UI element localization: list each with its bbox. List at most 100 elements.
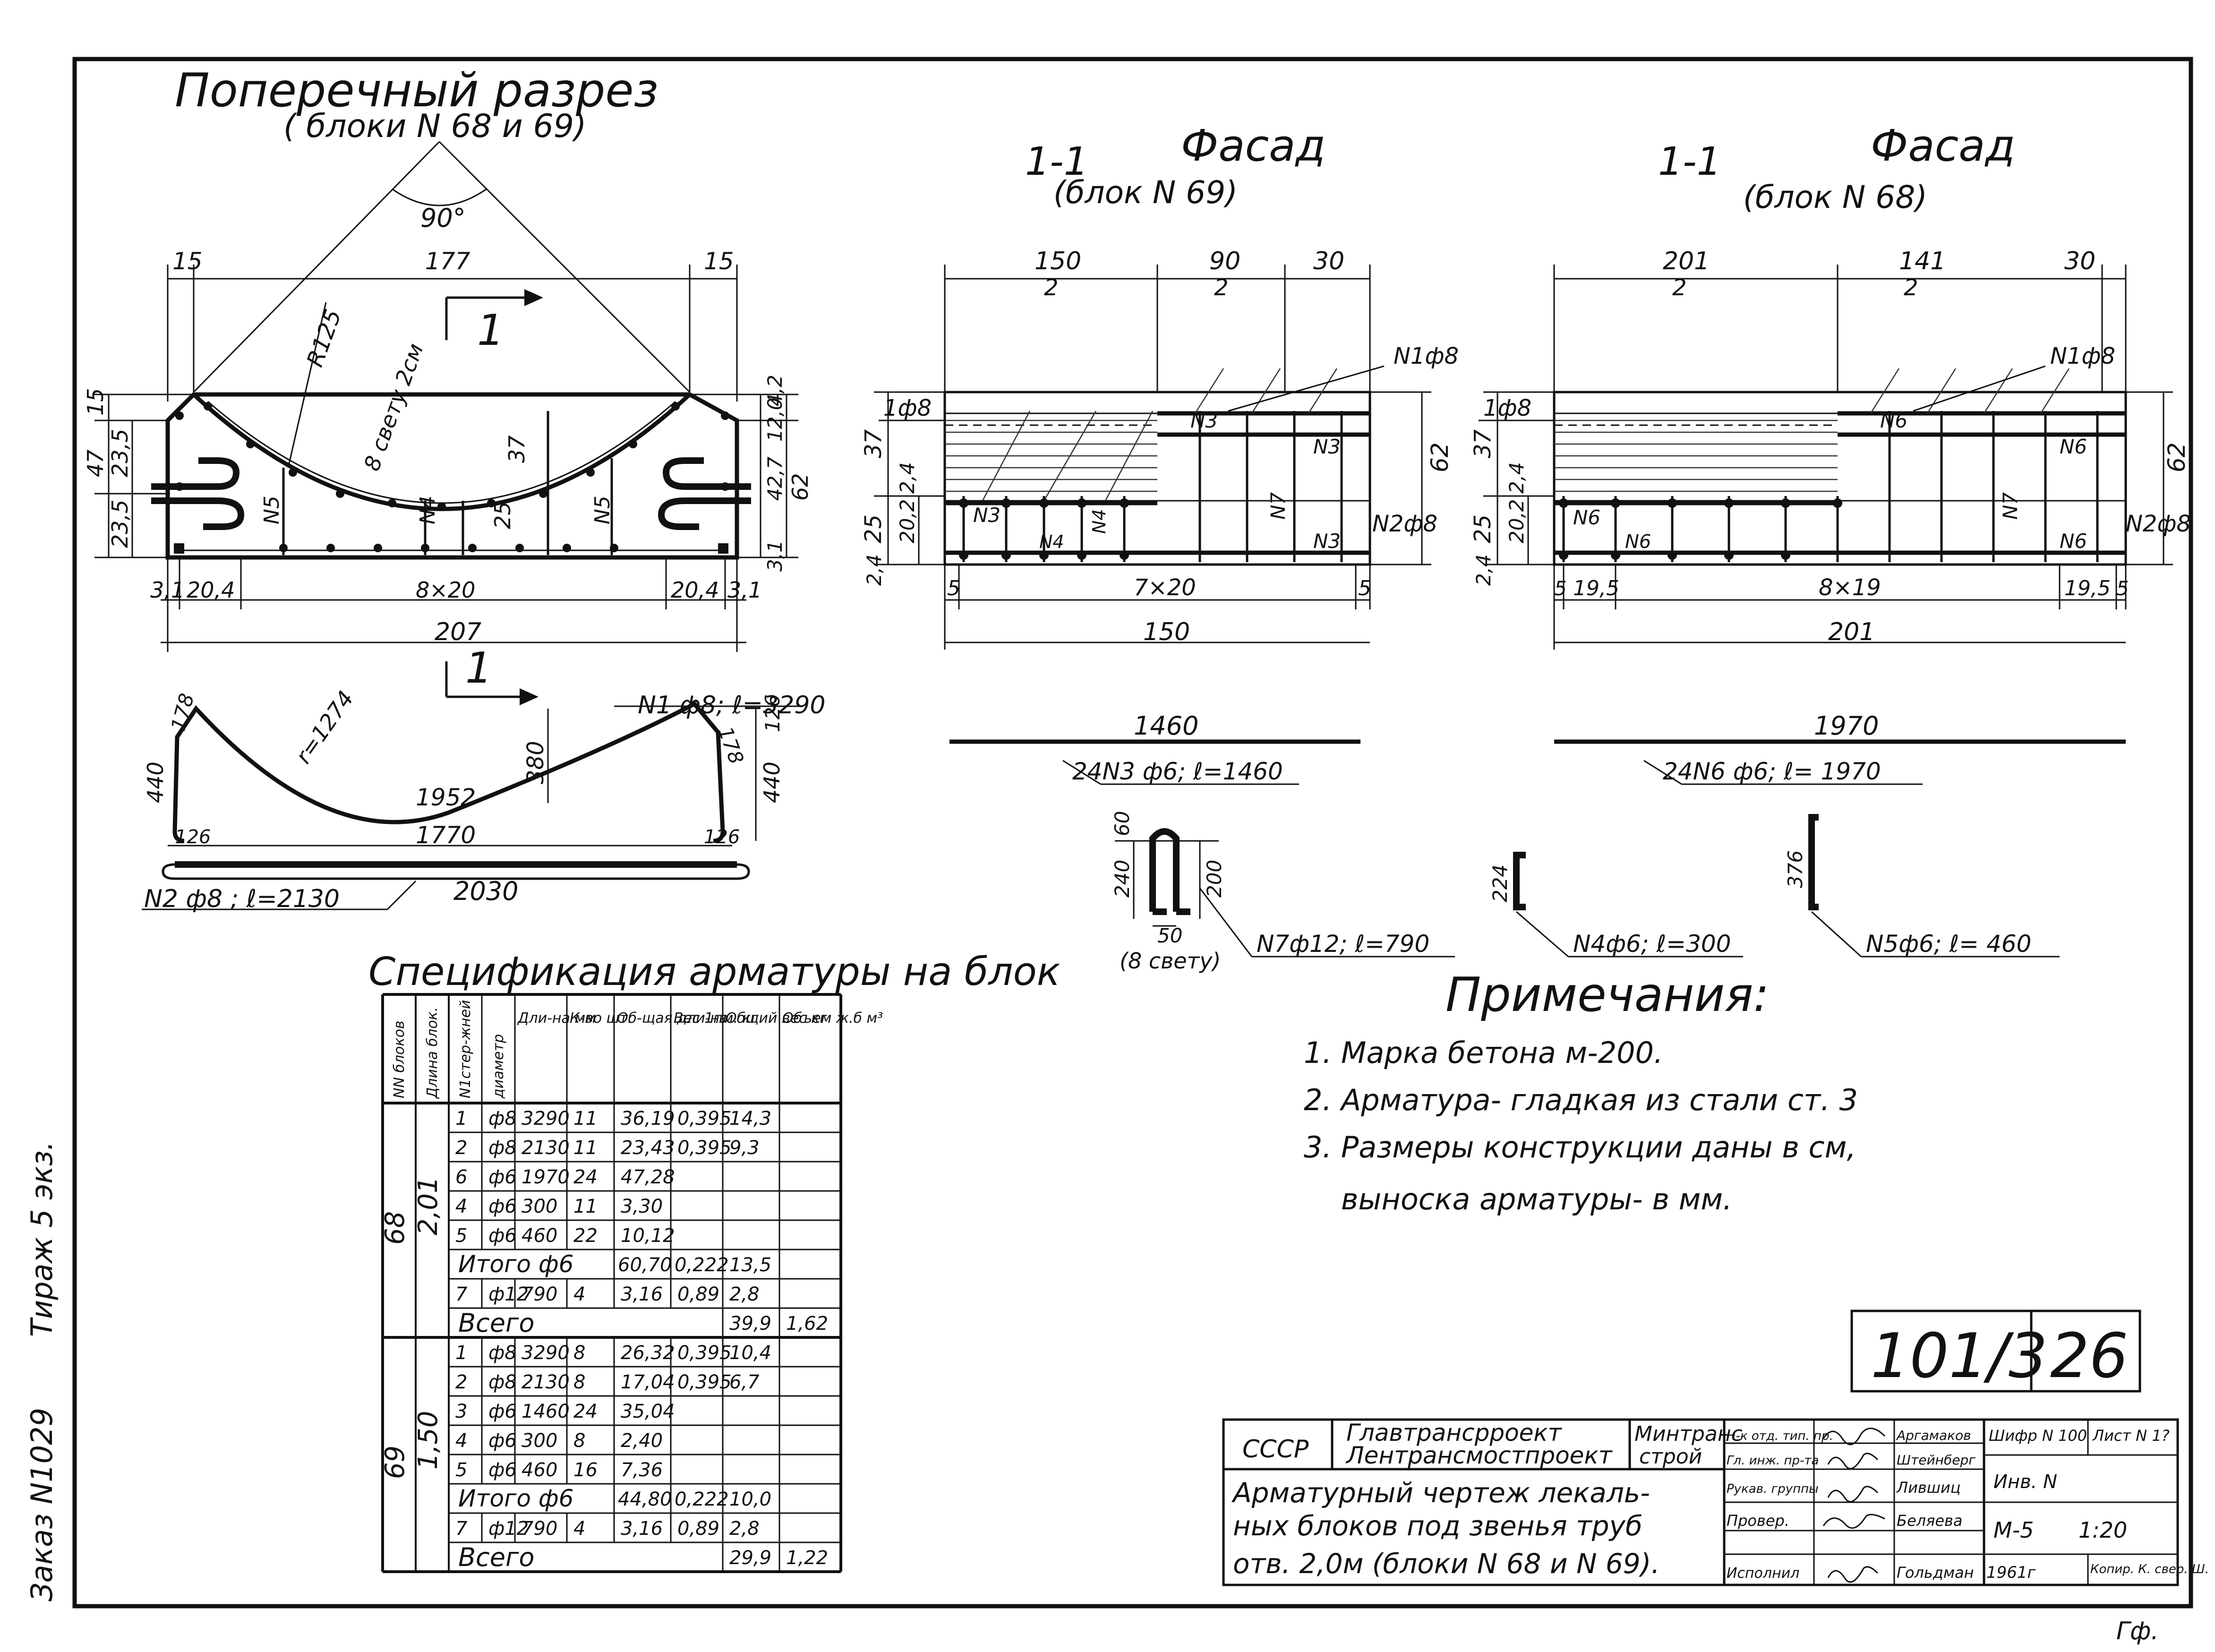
f68-h37: 37 (1470, 429, 1496, 458)
f69-n7: N7 (1266, 492, 1290, 520)
cut-label-top: 1 (477, 306, 504, 355)
spec-header: Общий вес кг (726, 1010, 827, 1027)
f68-total: 201 (1828, 618, 1875, 646)
f68-n6b: N6 (2060, 435, 2087, 458)
dim-left-235b: 23,5 (107, 500, 133, 548)
spec-cell: 11 (573, 1196, 598, 1217)
n5-label: N5ф6; ℓ= 460 (1866, 930, 2031, 958)
f69-h37: 37 (860, 429, 887, 458)
spec-cell: ф6 (488, 1225, 517, 1247)
f69-left-1f8: 1ф8 (883, 395, 932, 421)
spec-cell: 10,12 (621, 1225, 675, 1247)
spec-header: NN блоков (391, 1020, 408, 1098)
f69-h202: 20,2 (896, 499, 919, 543)
f68-n7: N7 (1999, 492, 2022, 520)
section-subtitle: ( блоки N 68 и 69) (283, 108, 587, 145)
spec-cell: 3290 (522, 1342, 570, 1364)
bar-n7: 240 60 200 50 (8 свету) N7ф12; ℓ=790 (1111, 811, 1455, 974)
f68-b195b: 19,5 (2064, 576, 2111, 600)
f69-n3b: N3 (1313, 435, 1341, 458)
dim-right-120: 12,0 (763, 397, 787, 442)
f68-b8x19: 8×19 (1819, 574, 1881, 601)
n4-height: 224 (1488, 865, 1512, 902)
spec-cell: 3290 (522, 1108, 570, 1130)
n7-h240: 240 (1111, 860, 1134, 898)
f69-h25: 25 (860, 514, 887, 543)
f68-n6e: N6 (2060, 530, 2087, 553)
spec-cell: 790 (522, 1518, 557, 1540)
spec-cell: 7 (455, 1284, 468, 1305)
spec-cell: 10,0 (729, 1489, 771, 1510)
spec-cell: 0,89 (677, 1518, 719, 1540)
spec-cell: 1460 (522, 1401, 570, 1422)
facade-68: 1-1 Фасад (блок N 68) 201 2 141 2 30 (1470, 120, 2191, 650)
n1-right-126: 126 (761, 694, 784, 732)
f68-n6a: N6 (1880, 409, 1907, 432)
n2-label: N2 ф8 ; ℓ=2130 (144, 885, 340, 913)
note-2: 2. Арматура- гладкая из стали ст. 3 (1304, 1083, 1858, 1117)
spec-cell: 8 (573, 1342, 585, 1364)
tb-name3: Лившиц (1896, 1479, 1961, 1497)
spec-cell: 7,36 (621, 1459, 663, 1481)
spec-cell: 13,5 (729, 1254, 771, 1276)
spec-header: Об-щая дли-на (617, 1010, 728, 1027)
f68-n6d: N6 (1625, 531, 1651, 553)
spec-cell: 11 (573, 1137, 598, 1159)
note-3: 3. Размеры конструкции даны в см, (1304, 1130, 1856, 1164)
n1-right-126b: 126 (704, 826, 740, 848)
spec-cell: ф6 (488, 1459, 517, 1481)
n1-label: N1 ф8; ℓ=3290 (638, 691, 826, 719)
n1-radius: r=1274 (291, 686, 359, 768)
spec-cell: 3,16 (621, 1518, 663, 1540)
spec-cell: 5 (455, 1459, 467, 1481)
tb-sheet: Лист N 1? (2092, 1427, 2170, 1445)
tb-name1: Аргамаков (1896, 1428, 1971, 1443)
tb-role3: Рукав. группы (1727, 1482, 1819, 1496)
spec-cell: 36,19 (621, 1108, 675, 1130)
spec-cell: 4 (455, 1196, 467, 1217)
spec-cell: 47,28 (621, 1166, 675, 1188)
order-number: Заказ N1029 (25, 1408, 59, 1601)
f68-n2: N2ф8 (2126, 511, 2191, 537)
f68-top-30: 30 (2064, 247, 2095, 275)
spec-cell: 3 (455, 1401, 467, 1422)
dim-right-427: 42,7 (763, 456, 787, 501)
spec-header: N1стер-жней (457, 1000, 474, 1098)
spec-total-label: Всего (458, 1542, 534, 1572)
f69-b5a: 5 (947, 576, 960, 600)
n7-clear: (8 свету) (1120, 948, 1221, 974)
tb-copied: Копир. К. свер. Ш. (2090, 1562, 2209, 1576)
cross-section: Поперечный разрез ( блоки N 68 и 69) 90°… (83, 64, 813, 705)
copies-count: Тираж 5 экз. (25, 1141, 59, 1337)
tb-inv: Инв. N (1993, 1471, 2057, 1493)
spec-cell: 1,22 (786, 1547, 828, 1569)
f68-b5b: 5 (2116, 577, 2129, 600)
f69-b7x20: 7×20 (1134, 574, 1196, 601)
spec-cell: 11 (573, 1108, 598, 1130)
spec-header: Дли-на мм (517, 1010, 596, 1027)
tb-name2: Штейнберг (1897, 1452, 1976, 1468)
tb-role1: Н-к отд. тип. пр. (1727, 1429, 1833, 1443)
spec-cell: ф6 (488, 1430, 517, 1452)
title-block: СССР Главтрансрроект Лентрансмостпроект … (1222, 1418, 2209, 1586)
tb-title1: Арматурный чертеж лекаль- (1231, 1477, 1650, 1509)
dim-top-right: 15 (704, 248, 734, 275)
spec-block-len: 1,50 (413, 1411, 444, 1470)
spec-cell: 300 (522, 1196, 557, 1217)
n1-len-380: 380 (522, 741, 549, 784)
f69-title: Фасад (1181, 120, 1326, 171)
f69-n3c: N3 (973, 504, 1001, 527)
n1-len-1770: 1770 (416, 822, 476, 849)
signature-4 (1822, 1514, 1885, 1529)
spec-cell: 8 (573, 1430, 585, 1452)
n1-left-126: 126 (175, 826, 211, 848)
dim-right-62: 62 (787, 473, 813, 501)
dim-bot-204b: 20,4 (671, 577, 719, 603)
mark-n5-left: N5 (260, 496, 284, 524)
spec-cell: 3,16 (621, 1284, 663, 1305)
f68-h24b: 2,4 (1472, 554, 1495, 586)
f68-top-141: 141 (1899, 247, 1946, 275)
f69-top-150: 150 (1035, 247, 1081, 275)
spec-cell: 1,62 (786, 1313, 828, 1335)
